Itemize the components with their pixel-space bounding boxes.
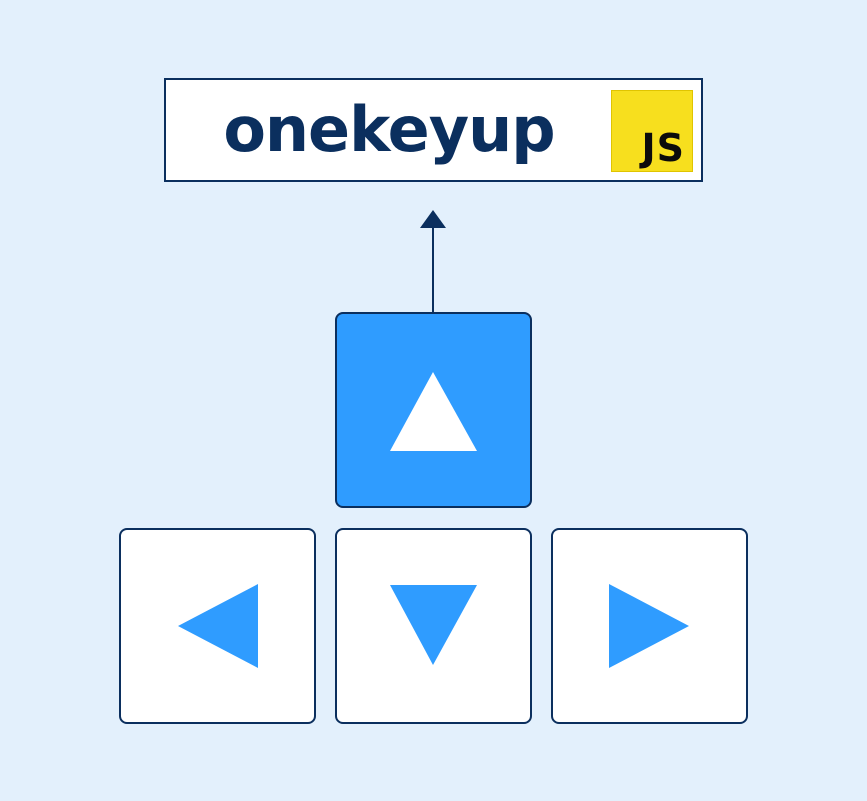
triangle-up-icon (390, 372, 477, 451)
arrow-left-key[interactable] (119, 528, 316, 724)
triangle-left-icon (178, 584, 258, 668)
event-name-label: onekeyup (223, 93, 555, 166)
triangle-right-icon (609, 584, 689, 668)
arrow-head-icon (420, 210, 446, 228)
event-name-box: onekeyup JS (164, 78, 703, 182)
javascript-logo-icon: JS (611, 90, 693, 172)
arrow-down-key[interactable] (335, 528, 532, 724)
javascript-logo-text: JS (641, 126, 685, 170)
arrow-right-key[interactable] (551, 528, 748, 724)
triangle-down-icon (390, 585, 477, 665)
arrow-up-key[interactable] (335, 312, 532, 508)
